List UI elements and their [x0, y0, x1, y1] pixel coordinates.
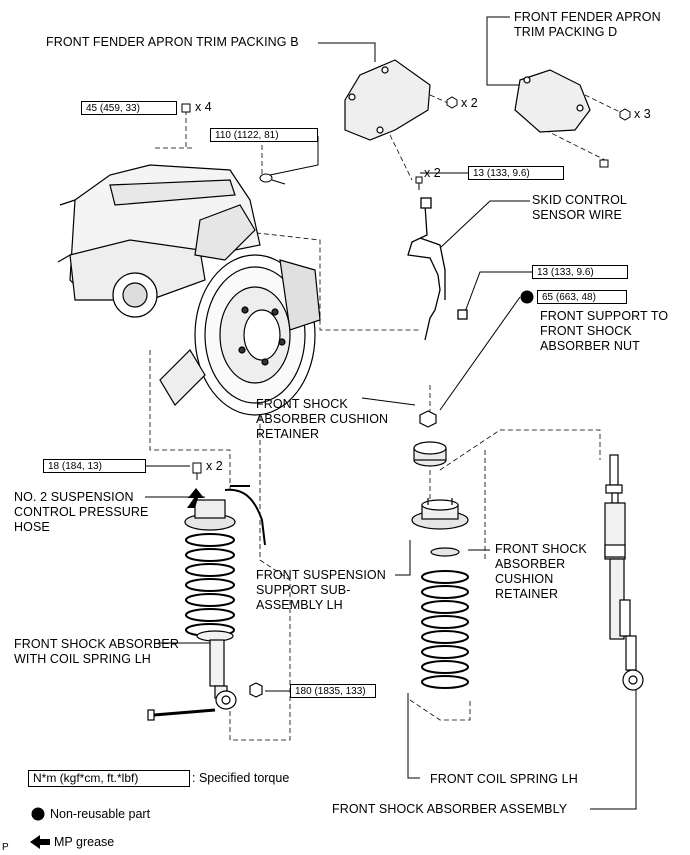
- torque-110: 110 (1122, 81): [210, 128, 318, 142]
- label-suspension-support: FRONT SUSPENSION SUPPORT SUB- ASSEMBLY L…: [256, 568, 386, 612]
- legend-grease: MP grease: [54, 835, 115, 849]
- grease-arrow-diagram: [187, 488, 204, 508]
- label-cushion-retainer-lower: FRONT SHOCK ABSORBER CUSHION RETAINER: [495, 542, 587, 601]
- shock-with-spring: [184, 485, 266, 546]
- torque-18: 18 (184, 13): [43, 459, 146, 473]
- lower-bolt-and-nut: [147, 682, 263, 721]
- leader-lines: [145, 16, 637, 810]
- trim-packing-d: [514, 69, 591, 133]
- nonreusable-dot-torque: [520, 290, 534, 304]
- torque-180: 180 (1835, 133): [290, 684, 376, 698]
- torque-13-lower: 13 (133, 9.6): [532, 265, 628, 279]
- label-pressure-hose: NO. 2 SUSPENSION CONTROL PRESSURE HOSE: [14, 490, 149, 534]
- qty-x2-bolt: x 2: [424, 166, 441, 180]
- suspension-support: [411, 498, 469, 557]
- nonreusable-legend-dot: [31, 807, 45, 821]
- torque-65: 65 (663, 48): [537, 290, 627, 304]
- trim-d-clips: [599, 108, 631, 168]
- legend-nonreusable: Non-reusable part: [50, 807, 151, 821]
- knuckle-bolts: [181, 103, 286, 185]
- label-skid-sensor-wire: SKID CONTROL SENSOR WIRE: [532, 193, 627, 222]
- skid-sensor-wire: [407, 197, 468, 341]
- torque-45: 45 (459, 33): [81, 101, 177, 115]
- qty-x3: x 3: [634, 107, 651, 121]
- label-cushion-retainer-upper: FRONT SHOCK ABSORBER CUSHION RETAINER: [256, 397, 389, 441]
- coil-spring: [421, 570, 469, 689]
- trim-packing-b: [344, 59, 431, 141]
- knuckle-brake-assembly: [57, 164, 321, 416]
- legend-torque-text: : Specified torque: [192, 771, 290, 785]
- label-coil-spring: FRONT COIL SPRING LH: [430, 772, 578, 786]
- label-support-nut: FRONT SUPPORT TO FRONT SHOCK ABSORBER NU…: [540, 309, 669, 353]
- qty-x2-hose: x 2: [206, 459, 223, 473]
- shock-absorber-assembly: [604, 454, 644, 691]
- shock-spring-coils: [185, 533, 235, 637]
- corner-letter: P: [2, 842, 9, 853]
- label-shock-with-spring: FRONT SHOCK ABSORBER WITH COIL SPRING LH: [14, 637, 179, 666]
- grease-legend-arrow: [30, 835, 50, 849]
- shock-body-left: [196, 630, 237, 710]
- label-trim-packing-d: FRONT FENDER APRON TRIM PACKING D: [514, 10, 661, 39]
- support-nut-and-retainer: [413, 410, 447, 467]
- hose-bolt: [192, 462, 202, 480]
- label-trim-packing-b: FRONT FENDER APRON TRIM PACKING B: [46, 35, 299, 49]
- qty-x4: x 4: [195, 100, 212, 114]
- trim-b-clips: [415, 96, 458, 190]
- torque-13-upper: 13 (133, 9.6): [468, 166, 564, 180]
- qty-x2-trim: x 2: [461, 96, 478, 110]
- label-shock-assembly: FRONT SHOCK ABSORBER ASSEMBLY: [332, 802, 568, 816]
- legend-torque-box: N*m (kgf*cm, ft.*lbf): [28, 770, 190, 787]
